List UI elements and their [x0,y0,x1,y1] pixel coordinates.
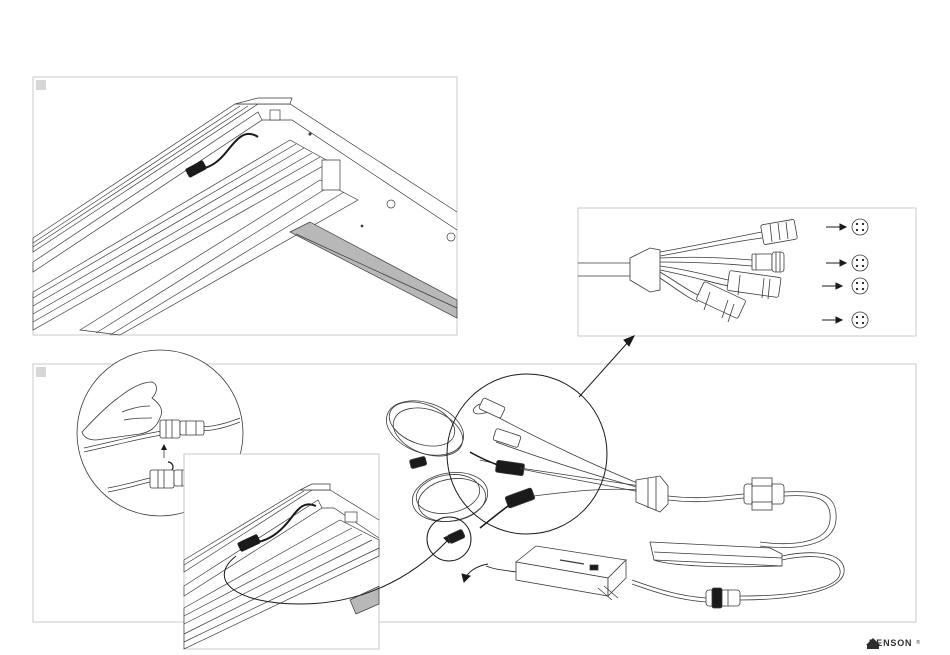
connector-1-icon [761,219,798,245]
inline-connector-icon [706,588,740,608]
connector-3-icon [727,270,781,299]
brand-name: RENSON [869,638,912,648]
led-driver-icon [516,546,626,600]
curved-arrow-icon [462,564,488,582]
panel-step-1 [33,77,457,335]
connector-bundle [470,397,668,528]
pin-dots [856,223,864,324]
step-marker-2 [36,367,46,377]
brand-logo: RENSON ® [869,638,920,648]
four-pin-connector-icon [852,219,868,328]
pointer-arrow [579,336,634,397]
pin-arrows [822,224,846,323]
cable-tail-detail-panel [578,208,916,336]
led-strip-icon [650,542,782,567]
magnify-circle-large [447,374,607,534]
step-marker-1 [36,80,46,90]
connector-2-icon [752,252,784,272]
inset-frame-detail [184,454,379,649]
junction-connector-icon [744,478,784,510]
brand-registered-mark: ® [916,640,920,646]
coiled-cable [379,391,492,544]
